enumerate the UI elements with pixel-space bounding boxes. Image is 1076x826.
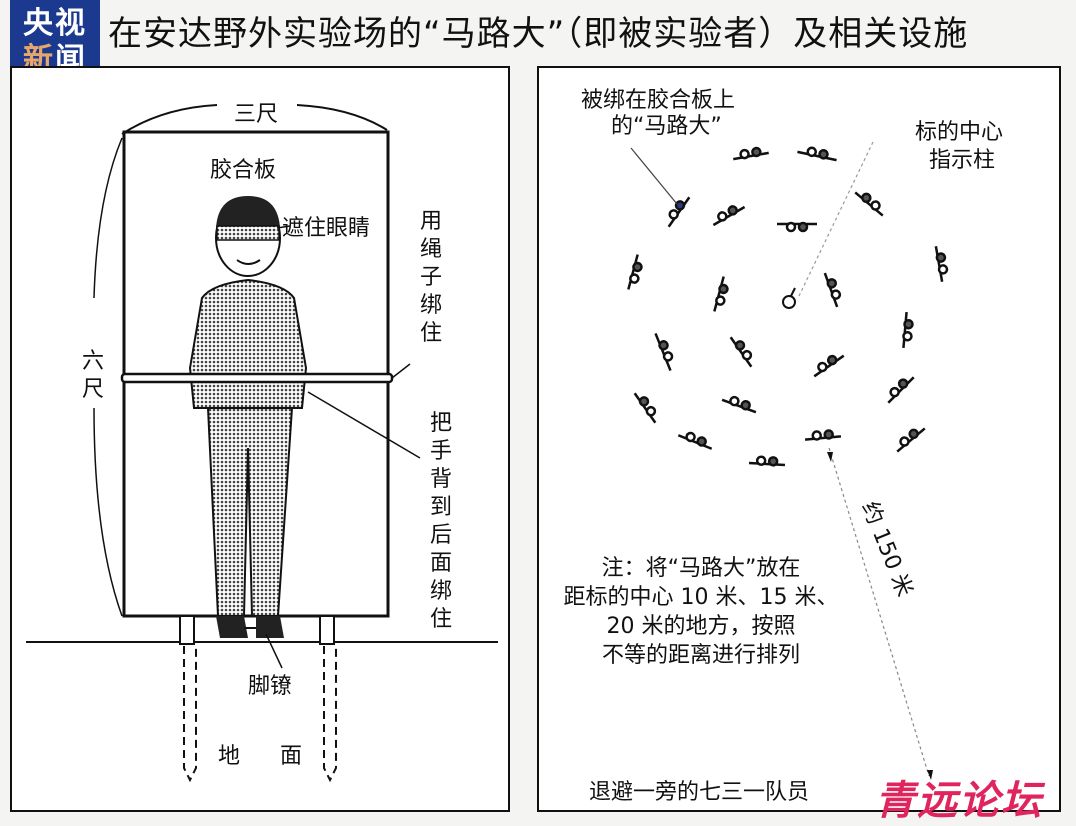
- victims-label-line2: 的“马路大”: [611, 114, 722, 139]
- hands-behind-back-label: 把手背到后面绑住: [429, 411, 452, 632]
- placement-note: 注：将“马路大”放在 距标的中心 10 米、15 米、 20 米的地方，按照 不…: [563, 556, 839, 668]
- center-post-icon: [782, 295, 796, 309]
- forum-watermark: 青远论坛: [875, 778, 1043, 824]
- unit-731-staff-label: 退避一旁的七三一队员: [589, 780, 810, 805]
- rope-tie-label: 用绳子绑住: [419, 209, 442, 346]
- right-panel-field-layout: 被绑在胶合板上 的“马路大” 标的中心 指示柱 约 150 米 注：将“马路大”…: [537, 66, 1061, 812]
- center-post-label-line1: 标的中心: [915, 120, 1004, 145]
- width-dimension-label: 三尺: [234, 102, 279, 127]
- height-dimension-label: 六尺: [81, 349, 104, 402]
- field-layout-illustration: [627, 141, 949, 780]
- center-post-label-line2: 指示柱: [929, 148, 996, 173]
- ground-label-right: 面: [280, 744, 303, 769]
- plywood-board-label: 胶合板: [210, 158, 277, 183]
- shackles-label: 脚镣: [248, 674, 293, 699]
- person-board-illustration: [26, 104, 498, 783]
- logo-line-1: 央视: [23, 6, 87, 41]
- victims-label-line1: 被绑在胶合板上: [581, 88, 736, 113]
- diagram-title: 在安达野外实验场的“马路大”（即被实验者）及相关设施: [108, 14, 969, 54]
- victim-boards: [627, 146, 949, 467]
- left-panel-person-on-board: 三尺 胶合板 遮住眼睛 六尺 用绳子绑住 把手背到后面绑住 脚镣 地 面: [10, 66, 510, 812]
- ground-label-left: 地: [218, 744, 241, 769]
- blindfold-label: 遮住眼睛: [282, 216, 371, 241]
